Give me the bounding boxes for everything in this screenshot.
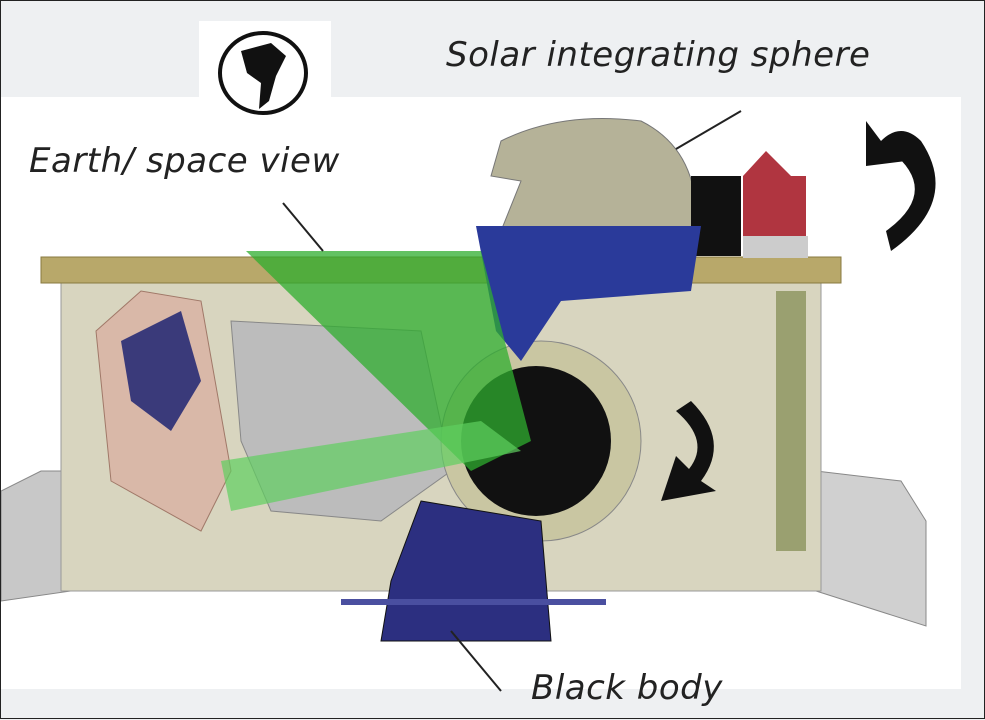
- earth-leader-line: [282, 202, 324, 252]
- detector-assembly: [121, 311, 201, 431]
- black-body-flange: [341, 599, 606, 605]
- side-connector: [776, 291, 806, 551]
- earth-space-view-label: Earth/ space view: [29, 141, 340, 181]
- red-part: [743, 151, 806, 236]
- earth-globe-icon: [218, 31, 308, 115]
- internal-beam: [221, 421, 521, 511]
- black-body: [380, 500, 552, 642]
- red-part-base: [743, 236, 808, 258]
- rotation-arrow-icon: [661, 401, 716, 501]
- black-body-label: Black body: [531, 668, 723, 708]
- rotation-arrow-icon: [866, 121, 936, 251]
- earth-view-beam: [246, 251, 531, 471]
- solar-sphere-label: Solar integrating sphere: [446, 35, 871, 75]
- blackbody-leader-line: [450, 630, 502, 692]
- sphere-blue-base: [476, 226, 701, 361]
- solar-leader-line: [675, 110, 742, 150]
- sphere-mount: [691, 176, 741, 256]
